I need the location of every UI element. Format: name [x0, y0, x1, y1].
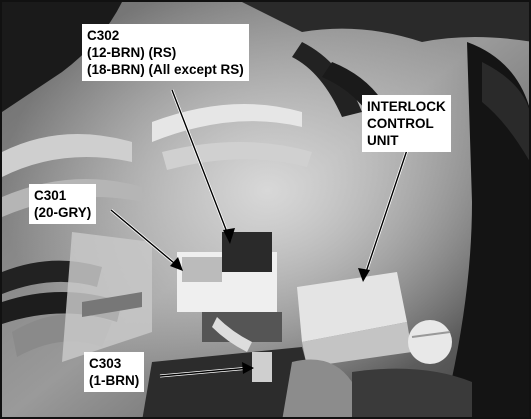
callout-c302-line-3: (18-BRN) (All except RS): [87, 62, 244, 77]
callout-interlock-line-2: CONTROL: [367, 116, 434, 131]
callout-c302: C302 (12-BRN) (RS) (18-BRN) (All except …: [82, 24, 249, 81]
callout-c303-line-1: C303: [89, 356, 122, 371]
callout-c301-line-2: (20-GRY): [34, 205, 92, 220]
callout-interlock-line-1: INTERLOCK: [367, 99, 446, 114]
callout-interlock-line-3: UNIT: [367, 133, 399, 148]
callout-c303: C303 (1-BRN): [84, 352, 145, 392]
callout-interlock-control-unit: INTERLOCK CONTROL UNIT: [362, 95, 451, 152]
callout-c302-line-2: (12-BRN) (RS): [87, 45, 177, 60]
callout-c302-line-1: C302: [87, 28, 120, 43]
callout-c303-line-2: (1-BRN): [89, 373, 140, 388]
callout-c301: C301 (20-GRY): [29, 184, 97, 224]
callout-c301-line-1: C301: [34, 188, 67, 203]
